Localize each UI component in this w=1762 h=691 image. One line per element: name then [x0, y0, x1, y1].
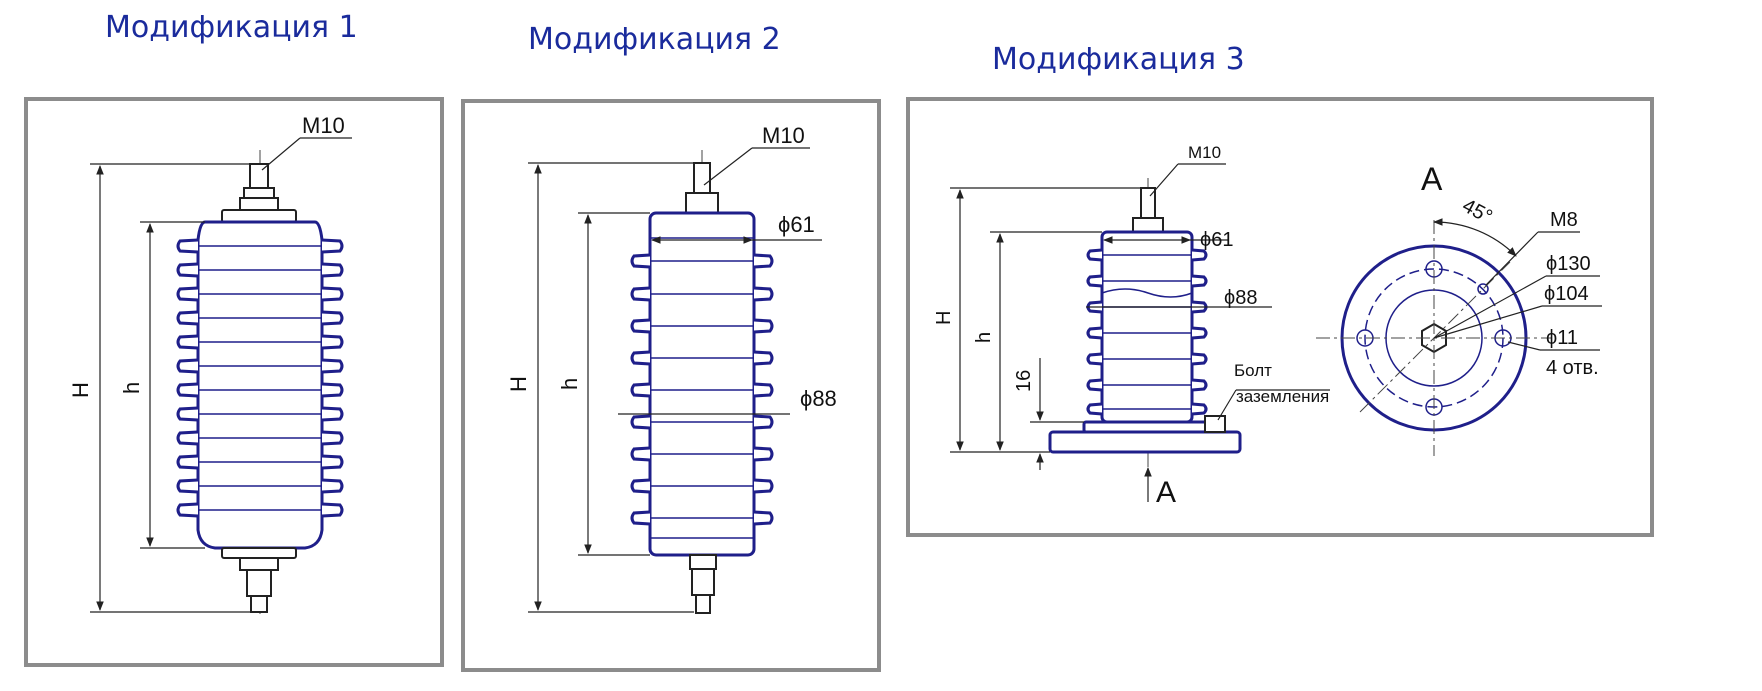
mod3-d-hole-label: ϕ11 [1546, 327, 1578, 349]
drawing-modification-1: M10 H h [68, 113, 352, 615]
title-modification-3: Модификация 3 [992, 42, 1245, 77]
mod2-fin-7 [630, 446, 774, 462]
mod2-d-top-label: ϕ61 [778, 212, 815, 237]
mod2-fin-3 [630, 318, 774, 334]
mod2-H-label: H [506, 376, 531, 392]
mod1-fin-3 [176, 286, 344, 302]
mod3-view-title: A [1421, 161, 1443, 197]
mod3-hole-thread-label: M8 [1550, 209, 1578, 231]
mod3-base-h-label: 16 [1013, 370, 1035, 392]
mod2-fin-5 [630, 382, 774, 398]
mod3-d-top-label: ϕ61 [1200, 229, 1233, 251]
mod3-fin-4 [1086, 326, 1208, 340]
title-modification-1: Модификация 1 [105, 10, 358, 45]
frame-modification-1 [24, 97, 444, 667]
mod1-fin-5 [176, 334, 344, 350]
title-modification-2: Модификация 2 [528, 22, 781, 57]
mod3-bolt-label-1: Болт [1234, 361, 1272, 380]
mod1-H-label: H [68, 382, 93, 398]
mod1-fin-9 [176, 430, 344, 446]
mod3-fin-6 [1086, 378, 1208, 392]
mod1-fin-11 [176, 478, 344, 494]
mod1-fin-6 [176, 358, 344, 374]
mod2-fin-8 [630, 478, 774, 494]
mod3-bolt-label-2: заземления [1236, 387, 1329, 406]
mod2-fin-4 [630, 350, 774, 366]
mod2-fin-1 [630, 253, 774, 269]
mod2-fin-6 [630, 414, 774, 430]
mod1-fin-7 [176, 382, 344, 398]
mod3-thread-label: M10 [1188, 143, 1221, 162]
mod1-fin-4 [176, 310, 344, 326]
mod3-fin-5 [1086, 352, 1208, 366]
mod3-d-outer-label: ϕ130 [1546, 253, 1591, 275]
mod1-fin-1 [176, 238, 344, 254]
mod3-fin-7 [1086, 402, 1208, 416]
mod3-fin-2 [1086, 274, 1208, 288]
drawing-modification-2: ϕ61 ϕ88 M10 H h [506, 123, 837, 615]
mod2-d-fin-label: ϕ88 [800, 386, 837, 411]
mod3-view-arrow-label: A [1156, 476, 1176, 509]
mod2-fin-2 [630, 286, 774, 302]
mod3-d-fin-label: ϕ88 [1224, 287, 1257, 309]
mod2-h-label: h [557, 378, 582, 390]
mod3-fin-1 [1086, 248, 1208, 262]
mod1-fin-12 [176, 502, 344, 518]
mod1-fin-8 [176, 406, 344, 422]
mod3-holes-label: 4 отв. [1546, 357, 1599, 379]
mod2-thread-label: M10 [762, 123, 805, 148]
mod1-h-label: h [119, 382, 144, 394]
mod3-angle-label: 45° [1459, 195, 1496, 229]
frame-modification-3 [906, 97, 1654, 537]
mod2-fin-9 [630, 510, 774, 526]
drawing-modification-3: ϕ61 ϕ88 M10 Болт заземления A H h 16 A 4… [933, 143, 1602, 509]
mod1-fin-10 [176, 454, 344, 470]
mod1-thread-label: M10 [302, 113, 345, 138]
mod1-fin-2 [176, 262, 344, 278]
mod3-H-label: H [933, 311, 955, 325]
mod3-d-pcd-label: ϕ104 [1544, 283, 1589, 305]
mod3-h-label: h [973, 332, 995, 343]
